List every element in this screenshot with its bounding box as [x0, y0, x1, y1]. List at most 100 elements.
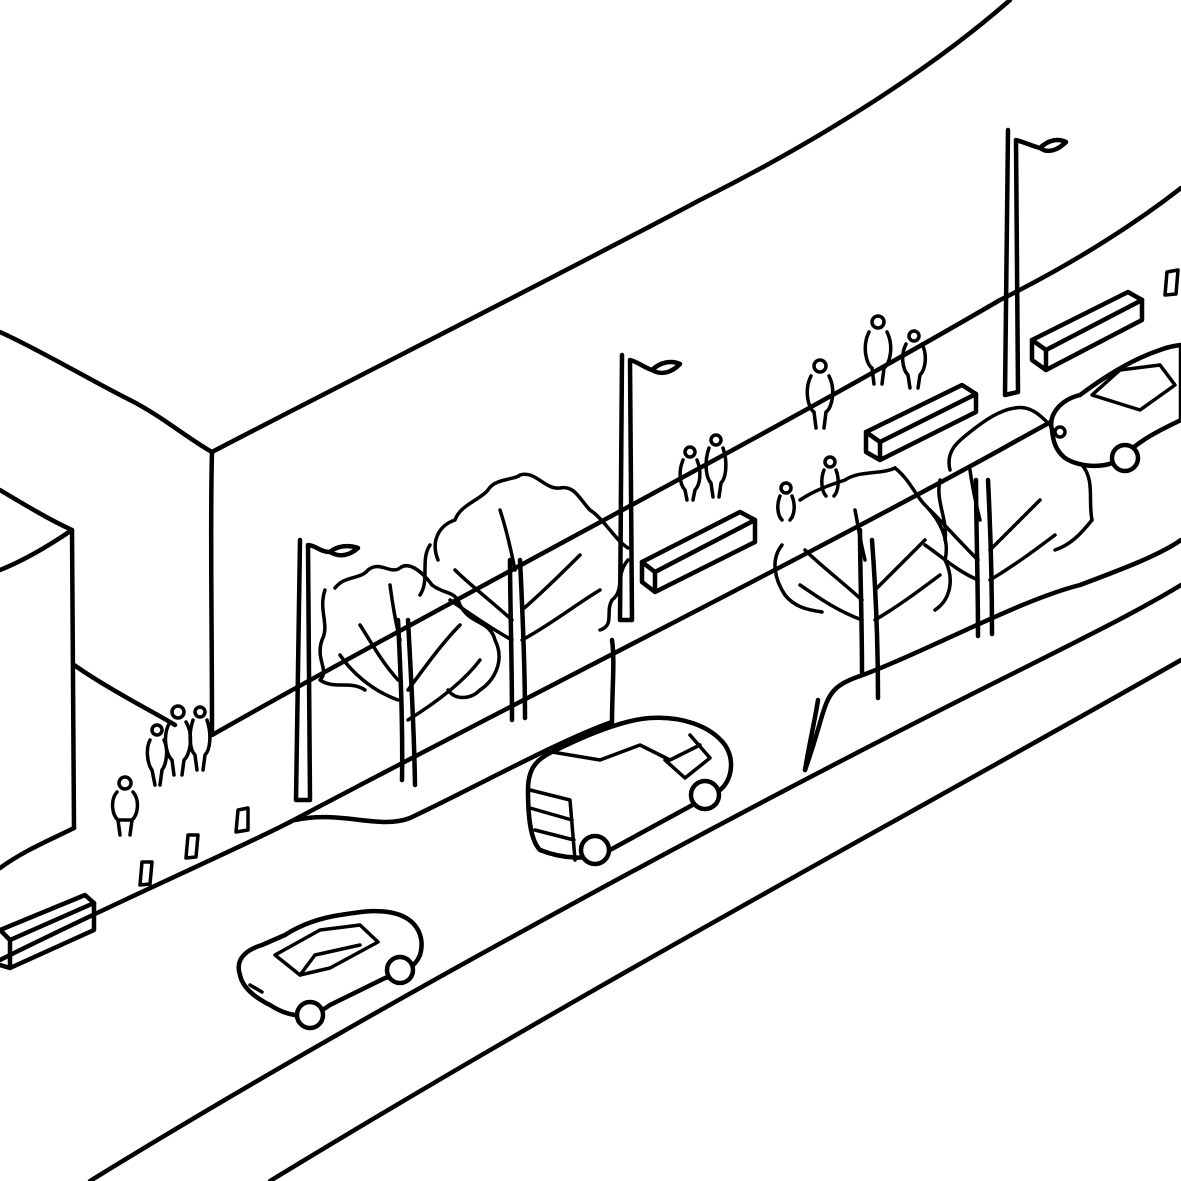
- bench-side: [863, 391, 979, 463]
- tree-branches: [448, 508, 602, 642]
- street-lamp-2: [617, 352, 683, 623]
- van-body: [525, 715, 734, 860]
- planter-front-edge-right: [802, 537, 1181, 773]
- person-head: [117, 775, 133, 791]
- car-window: [298, 943, 362, 977]
- bench-top: [863, 382, 979, 445]
- person: [900, 329, 928, 390]
- tree-1: [318, 564, 501, 788]
- person-body: [188, 718, 212, 772]
- tree-canopy: [318, 564, 434, 692]
- lamp-post: [617, 352, 655, 623]
- person: [820, 455, 840, 498]
- bollards: [138, 268, 1180, 887]
- terrace-back-edge: [209, 185, 1181, 738]
- bollard: [184, 833, 200, 860]
- building: [0, 0, 1013, 871]
- van-wheel: [688, 778, 722, 812]
- person: [163, 704, 193, 777]
- person-head: [709, 433, 723, 447]
- bench-3: [863, 382, 979, 463]
- tree-trunk: [973, 477, 995, 639]
- person-head: [779, 481, 793, 495]
- lamp-head: [649, 359, 683, 376]
- lamp-post: [293, 537, 333, 803]
- person-head: [907, 329, 921, 343]
- building-base: [0, 662, 178, 871]
- person: [110, 775, 140, 837]
- bollard: [138, 860, 154, 887]
- person-body: [110, 790, 140, 837]
- bench-side: [639, 517, 758, 595]
- person: [863, 314, 893, 386]
- tree-canopy: [418, 543, 630, 632]
- building-annex-edge: [69, 527, 77, 831]
- person: [704, 433, 728, 499]
- tree-canopy: [433, 472, 630, 562]
- street-lamp-1: [293, 537, 361, 803]
- tree-branches: [923, 468, 1057, 582]
- building-corner: [208, 449, 215, 733]
- car-body: [1048, 342, 1181, 469]
- bench-top: [0, 892, 97, 943]
- person: [805, 358, 835, 430]
- car-wheel: [384, 954, 416, 986]
- person-head: [870, 314, 886, 330]
- tree-4: [923, 405, 1094, 639]
- people: [110, 314, 928, 837]
- bollard: [1163, 268, 1180, 297]
- tree-trunk: [507, 557, 528, 723]
- person-body: [900, 342, 928, 390]
- van-roof: [550, 743, 702, 762]
- tree-canopy: [893, 466, 952, 612]
- person-head: [812, 358, 828, 374]
- bench-4: [1029, 289, 1145, 373]
- tree-2: [418, 472, 630, 723]
- person-head: [683, 445, 697, 459]
- planter-front-edge: [292, 719, 615, 825]
- person: [776, 481, 796, 522]
- car-wheel: [294, 999, 326, 1031]
- car-light: [1053, 425, 1067, 439]
- sidewalk-edge: [0, 819, 293, 963]
- tree-canopy: [773, 466, 897, 614]
- road-curb-line: [267, 657, 1181, 1181]
- tree-canopy: [947, 405, 1094, 522]
- bench-side: [0, 900, 97, 971]
- planter-wall-right: [802, 697, 821, 773]
- street-lamp-3: [1002, 127, 1069, 398]
- ground-lines: [0, 185, 1181, 1181]
- road-near-edge: [87, 582, 1181, 1181]
- lamp-head: [327, 543, 361, 558]
- person-body: [776, 494, 796, 522]
- car-wheel: [1109, 442, 1141, 474]
- bench-1: [0, 892, 97, 971]
- van-rear: [528, 788, 577, 862]
- tree-3: [773, 466, 952, 701]
- bollard: [234, 806, 250, 834]
- building-top-edge: [209, 0, 1013, 455]
- tree-branches: [798, 508, 942, 622]
- car-sedan: [236, 908, 424, 1031]
- person-head: [150, 723, 164, 737]
- person-body: [145, 738, 169, 787]
- person: [145, 723, 169, 787]
- person-body: [820, 468, 840, 498]
- person-body: [805, 374, 835, 430]
- bench-top: [639, 509, 758, 575]
- person-body: [863, 330, 893, 386]
- person-body: [704, 446, 728, 499]
- van-window: [663, 733, 712, 780]
- bench-top: [1029, 289, 1145, 353]
- planter-wall-left: [609, 637, 616, 725]
- person-body: [678, 458, 702, 502]
- person: [188, 705, 212, 772]
- tree-branches: [338, 583, 482, 722]
- car-van: [525, 715, 734, 867]
- car-far: [1048, 342, 1181, 474]
- person: [678, 445, 702, 502]
- person-head: [823, 455, 837, 469]
- building-roof-ridge: [0, 329, 215, 455]
- car-headlight: [248, 983, 264, 994]
